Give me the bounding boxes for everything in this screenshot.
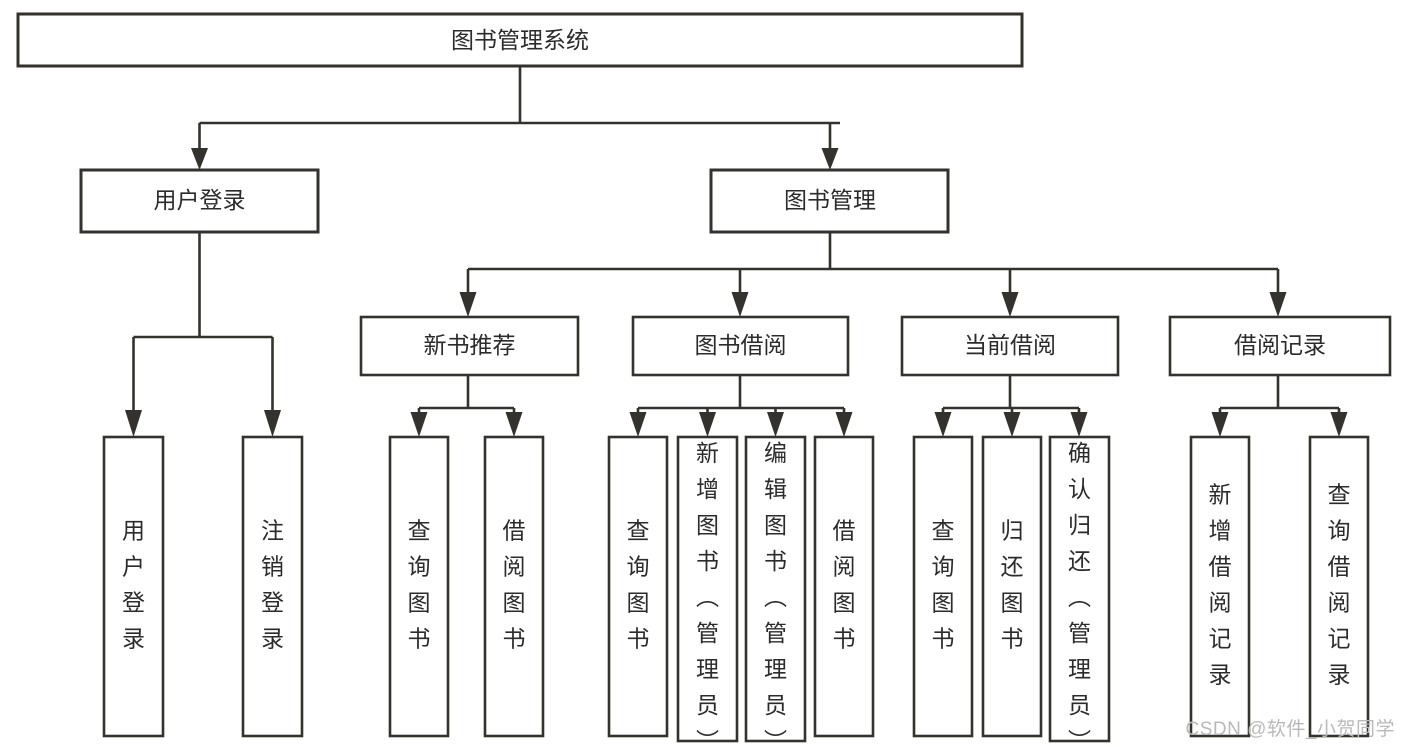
arrow-to-new-book-recommend <box>459 292 477 317</box>
node-current-borrow-label: 当前借阅 <box>964 332 1056 358</box>
arrow-to-borrow-record <box>1269 292 1287 317</box>
node-leaf-query-book-c-box[interactable] <box>912 435 974 738</box>
node-leaf-edit-book-box[interactable] <box>744 435 807 743</box>
node-leaf-borrow-book-a[interactable]: 借阅图书 <box>483 435 545 738</box>
arrow-to-current-borrow <box>1001 292 1019 317</box>
node-user-login-box[interactable] <box>79 168 320 234</box>
arrow-to-leaf-return-book <box>1003 412 1021 437</box>
node-leaf-return-book-box[interactable] <box>981 435 1043 738</box>
node-leaf-add-book-label: 新增图书︵管理员︶ <box>696 440 719 747</box>
node-leaf-logout-label: 注销登录 <box>261 518 284 652</box>
node-leaf-borrow-book-b-label: 借阅图书 <box>833 518 856 652</box>
node-leaf-query-book-b[interactable]: 查询图书 <box>607 435 669 738</box>
node-leaf-query-book-c-label: 查询图书 <box>932 518 955 652</box>
node-current-borrow-box[interactable] <box>900 315 1120 377</box>
arrow-to-leaf-logout <box>264 410 281 437</box>
arrow-to-user-login <box>191 148 208 170</box>
arrow-to-leaf-query-record <box>1330 412 1348 437</box>
node-leaf-add-book-box[interactable] <box>676 435 739 743</box>
node-leaf-query-book-c[interactable]: 查询图书 <box>912 435 974 738</box>
node-book-manage[interactable]: 图书管理 <box>709 168 950 234</box>
arrow-to-leaf-query-book-c <box>934 412 952 437</box>
arrow-to-book-borrow <box>731 292 749 317</box>
arrow-to-book-manage <box>821 148 839 170</box>
arrow-to-leaf-user-login <box>125 410 142 437</box>
node-new-book-recommend-label: 新书推荐 <box>424 332 516 358</box>
node-leaf-edit-book[interactable]: 编辑图书︵管理员︶ <box>744 435 807 747</box>
node-leaf-query-book-b-box[interactable] <box>607 435 669 738</box>
node-leaf-return-book-label: 归还图书 <box>1001 518 1024 652</box>
node-leaf-logout[interactable]: 注销登录 <box>241 435 304 738</box>
node-leaf-query-record-label: 查询借阅记录 <box>1328 482 1351 688</box>
node-leaf-add-book[interactable]: 新增图书︵管理员︶ <box>676 435 739 747</box>
arrow-to-leaf-borrow-book-a <box>505 412 523 437</box>
arrow-to-leaf-add-book <box>699 412 716 437</box>
node-book-manage-label: 图书管理 <box>784 187 876 213</box>
node-leaf-user-login[interactable]: 用户登录 <box>102 435 165 738</box>
connector-layer <box>125 66 1348 437</box>
arrow-to-leaf-confirm-return <box>1070 412 1088 437</box>
node-leaf-add-record-box[interactable] <box>1189 435 1251 738</box>
arrow-to-leaf-borrow-book-b <box>835 412 853 437</box>
node-book-borrow[interactable]: 图书借阅 <box>631 315 850 377</box>
node-leaf-query-book-a-label: 查询图书 <box>408 518 431 652</box>
node-book-borrow-label: 图书借阅 <box>695 332 787 358</box>
node-leaf-query-record[interactable]: 查询借阅记录 <box>1308 435 1370 738</box>
node-borrow-record[interactable]: 借阅记录 <box>1168 315 1392 377</box>
node-leaf-add-record-label: 新增借阅记录 <box>1209 482 1232 688</box>
node-leaf-return-book[interactable]: 归还图书 <box>981 435 1043 738</box>
arrow-to-leaf-query-book-b <box>629 412 647 437</box>
node-new-book-recommend[interactable]: 新书推荐 <box>359 315 580 377</box>
node-borrow-record-box[interactable] <box>1168 315 1392 377</box>
node-user-login-label: 用户登录 <box>154 187 246 213</box>
node-leaf-query-book-a[interactable]: 查询图书 <box>388 435 450 738</box>
node-root[interactable]: 图书管理系统 <box>16 12 1024 68</box>
node-leaf-add-record[interactable]: 新增借阅记录 <box>1189 435 1251 738</box>
node-leaf-query-record-box[interactable] <box>1308 435 1370 738</box>
node-current-borrow[interactable]: 当前借阅 <box>900 315 1120 377</box>
node-leaf-query-book-a-box[interactable] <box>388 435 450 738</box>
node-leaf-logout-box[interactable] <box>241 435 304 738</box>
node-leaf-confirm-return-box[interactable] <box>1048 435 1111 743</box>
node-book-borrow-box[interactable] <box>631 315 850 377</box>
node-leaf-borrow-book-b-box[interactable] <box>813 435 875 738</box>
node-leaf-borrow-book-a-label: 借阅图书 <box>503 518 526 652</box>
node-leaf-user-login-box[interactable] <box>102 435 165 738</box>
node-leaf-confirm-return-label: 确认归还︵管理员︶ <box>1068 440 1091 747</box>
node-root-label: 图书管理系统 <box>451 27 589 53</box>
node-leaf-query-book-b-label: 查询图书 <box>627 518 650 652</box>
node-leaf-borrow-book-a-box[interactable] <box>483 435 545 738</box>
arrow-to-leaf-edit-book <box>767 412 784 437</box>
node-borrow-record-label: 借阅记录 <box>1234 332 1326 358</box>
arrow-to-leaf-add-record <box>1211 412 1229 437</box>
node-new-book-recommend-box[interactable] <box>359 315 580 377</box>
node-leaf-user-login-label: 用户登录 <box>122 518 145 652</box>
node-leaf-edit-book-label: 编辑图书︵管理员︶ <box>764 440 787 747</box>
node-leaf-confirm-return[interactable]: 确认归还︵管理员︶ <box>1048 435 1111 747</box>
node-root-box[interactable] <box>16 12 1024 68</box>
node-user-login[interactable]: 用户登录 <box>79 168 320 234</box>
node-leaf-borrow-book-b[interactable]: 借阅图书 <box>813 435 875 738</box>
arrow-to-leaf-query-book-a <box>410 412 428 437</box>
node-book-manage-box[interactable] <box>709 168 950 234</box>
